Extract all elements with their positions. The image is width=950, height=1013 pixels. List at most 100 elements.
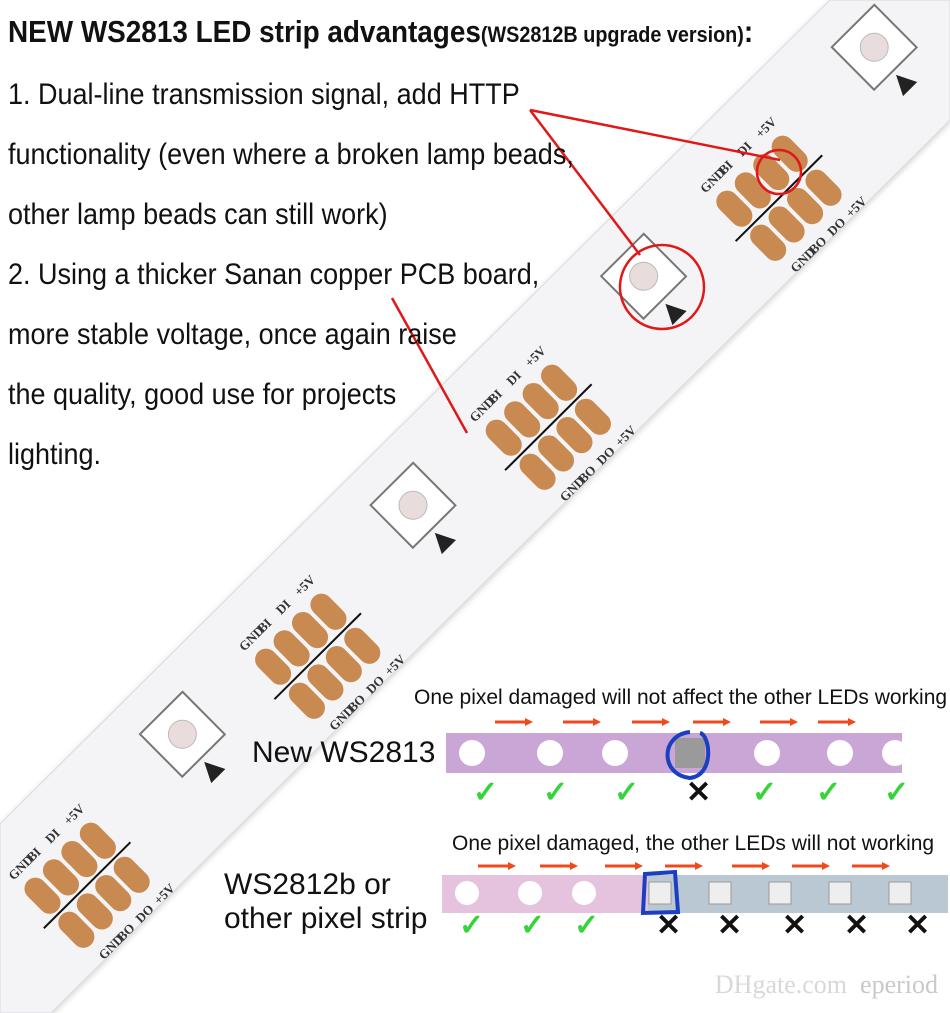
arrow-head-icon <box>695 862 703 870</box>
cross-icon: ✕ <box>686 776 712 809</box>
solder-pad <box>79 822 116 859</box>
solder-pad <box>61 840 98 878</box>
solder-pad <box>787 188 824 225</box>
solder-pad <box>716 190 753 227</box>
check-icon: ✓ <box>614 776 640 809</box>
solder-pad <box>76 893 113 930</box>
led-chip <box>888 881 912 905</box>
arrow-head-icon <box>593 718 601 726</box>
led-lens <box>629 261 659 291</box>
led-hole <box>754 740 780 766</box>
solder-pad <box>519 453 556 490</box>
cross-icon: ✕ <box>656 909 682 942</box>
cross-icon: ✕ <box>717 909 743 942</box>
check-icon: ✓ <box>574 909 600 942</box>
arrow-head-icon <box>822 862 830 870</box>
feature-line: functionality (even where a broken lamp … <box>8 138 574 171</box>
cross-icon: ✕ <box>782 909 808 942</box>
arrow-head-icon <box>635 862 643 870</box>
solder-pad <box>541 364 578 401</box>
solder-pad <box>273 630 310 667</box>
old-strip-caption: One pixel damaged, the other LEDs will n… <box>452 832 935 855</box>
solder-pad <box>485 419 522 456</box>
led-hole <box>459 740 485 766</box>
solder-pad <box>768 206 805 243</box>
solder-pad <box>288 682 325 719</box>
solder-pad <box>753 153 790 191</box>
highlight-box <box>640 869 681 916</box>
feature-line: 2. Using a thicker Sanan copper PCB boar… <box>8 258 540 291</box>
check-icon: ✓ <box>520 909 546 942</box>
led-chip <box>708 881 732 905</box>
direction-triangle-icon <box>204 761 226 784</box>
check-icon: ✓ <box>459 909 485 942</box>
solder-pad <box>291 611 329 649</box>
solder-pad <box>95 875 132 912</box>
direction-triangle-icon <box>665 303 687 326</box>
led-hole <box>572 881 596 905</box>
solder-pad <box>734 172 771 209</box>
cut-line <box>273 612 362 700</box>
check-icon: ✓ <box>816 776 842 809</box>
arrow-head-icon <box>723 718 731 726</box>
led-hole <box>537 740 563 766</box>
direction-triangle-icon <box>896 74 918 97</box>
solder-pad <box>556 417 593 454</box>
page-title: NEW WS2813 LED strip advantages(WS2812B … <box>8 14 754 49</box>
led-lens <box>398 490 428 520</box>
cross-icon: ✕ <box>844 909 870 942</box>
highlight-circle <box>665 730 711 781</box>
annotation <box>390 108 803 434</box>
arrow-head-icon <box>882 862 890 870</box>
solder-pad <box>574 398 611 435</box>
new-strip-label: New WS2813 <box>252 736 436 769</box>
led-hole <box>882 740 908 766</box>
solder-pad <box>58 911 95 948</box>
arrow-head-icon <box>762 862 770 870</box>
led-lens <box>859 32 889 62</box>
solder-pad <box>255 648 292 685</box>
arrow-head-icon <box>525 718 533 726</box>
led-lens <box>167 719 197 749</box>
feature-line: 1. Dual-line transmission signal, add HT… <box>8 78 520 111</box>
led-hole <box>518 881 542 905</box>
solder-pad <box>310 593 347 630</box>
damaged-led <box>675 738 705 768</box>
solder-pad <box>307 664 344 701</box>
feature-line: other lamp beads can still work) <box>8 198 388 231</box>
solder-pad <box>113 856 150 893</box>
arrow-head-icon <box>570 862 578 870</box>
cross-icon: ✕ <box>905 909 931 942</box>
led-hole <box>455 881 479 905</box>
feature-line: more stable voltage, once again raise <box>8 318 457 351</box>
solder-pad <box>344 627 381 664</box>
solder-pad <box>24 877 61 914</box>
solder-pad <box>42 859 80 896</box>
solder-pad <box>504 401 541 438</box>
led-chip <box>648 881 672 905</box>
cut-line <box>734 154 823 242</box>
check-icon: ✓ <box>884 776 910 809</box>
arrow-head-icon <box>790 718 798 726</box>
led-unit <box>830 3 919 97</box>
solder-pad <box>805 169 842 206</box>
arrow-head-icon <box>508 862 516 870</box>
led-hole <box>602 740 628 766</box>
direction-triangle-icon <box>434 532 457 555</box>
new-strip-caption: One pixel damaged will not affect the ot… <box>414 686 948 709</box>
cut-line <box>504 383 593 471</box>
feature-line: lighting. <box>8 438 102 471</box>
led-hole <box>827 740 853 766</box>
arrow-head-icon <box>662 718 670 726</box>
led-chip <box>828 881 852 905</box>
watermark: DHgate.com eperiod <box>714 970 938 999</box>
arrow-head-icon <box>848 718 856 726</box>
cut-line <box>43 841 132 929</box>
solder-pad <box>522 382 559 420</box>
solder-pad <box>750 224 787 261</box>
check-icon: ✓ <box>752 776 778 809</box>
check-icon: ✓ <box>543 776 569 809</box>
